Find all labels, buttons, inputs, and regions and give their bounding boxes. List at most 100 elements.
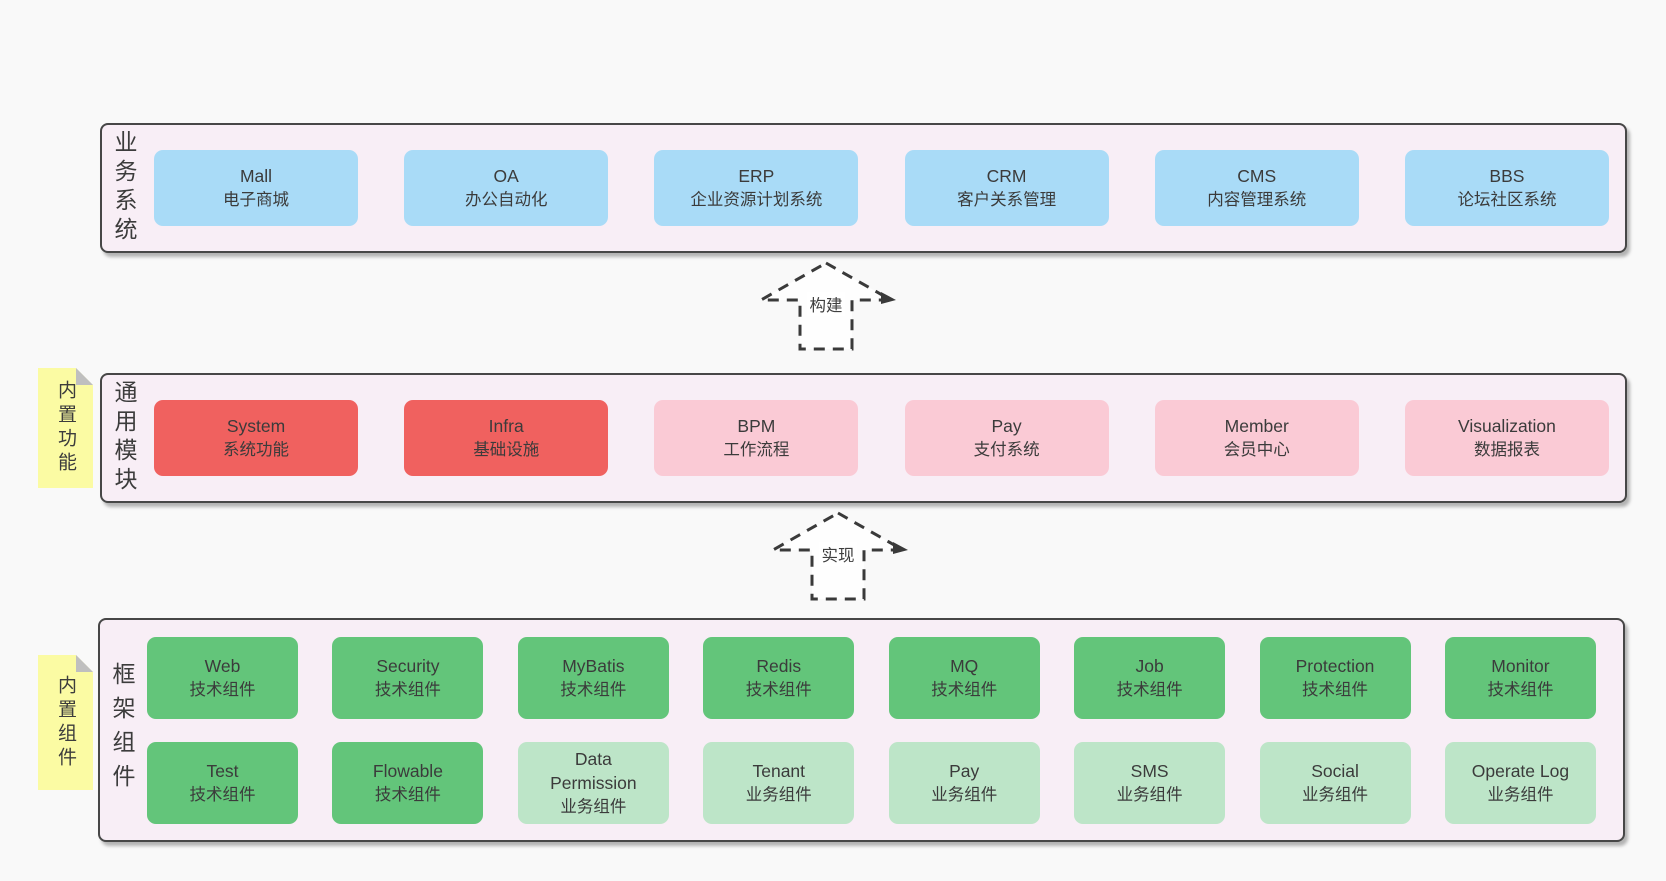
node-data-permission: Data Permission 业务组件 [517,741,669,824]
node-desc: 业务组件 [931,785,998,804]
node-name: Protection [1295,655,1375,676]
business-box-row: Mall 电子商城 OA 办公自动化 ERP 企业资源计划系统 CRM 客户关系… [154,125,1609,251]
node-system: System 系统功能 [154,400,358,476]
node-oa: OA 办公自动化 [404,150,609,226]
node-name: Flowable [372,760,443,781]
node-desc: 论坛社区系统 [1457,191,1557,209]
panel-common-modules: 通用模块 System 系统功能 Infra 基础设施 BPM 工作流程 Pay… [100,373,1627,503]
node-name: CMS [1237,166,1277,186]
node-name: System [226,416,286,436]
node-flowable: Flowable 技术组件 [332,741,484,824]
node-desc: 技术组件 [189,680,256,699]
arrow-build: 构建 [755,260,897,352]
node-desc: 办公自动化 [464,191,548,209]
node-mybatis: MyBatis 技术组件 [517,636,669,719]
node-tenant: Tenant 业务组件 [703,741,855,824]
node-social: Social 业务组件 [1259,741,1411,824]
node-name: BPM [737,416,776,436]
node-name: Redis [756,655,802,676]
node-desc: 业务组件 [1487,785,1554,804]
panel-framework-components: 框架组件 Web 技术组件 Security 技术组件 MyBatis 技术组件… [98,618,1625,842]
node-name: OA [493,166,519,186]
node-desc: 会员中心 [1223,441,1290,459]
node-operate-log: Operate Log 业务组件 [1444,741,1596,824]
node-desc: 技术组件 [1487,680,1554,699]
node-name: Job [1135,655,1164,676]
node-cms: CMS 内容管理系统 [1154,150,1359,226]
node-name: Visualization [1457,416,1556,436]
node-desc: 内容管理系统 [1207,191,1307,209]
sticky-note-built-in-features: 内置功能 [38,368,93,488]
node-desc: 基础设施 [473,441,540,459]
node-name: MyBatis [562,655,625,676]
node-name: Data Permission [550,748,637,793]
node-mq: MQ 技术组件 [888,636,1040,719]
node-job: Job 技术组件 [1074,636,1226,719]
node-erp: ERP 企业资源计划系统 [654,150,859,226]
node-desc: 客户关系管理 [957,191,1057,209]
node-bpm: BPM 工作流程 [654,400,859,476]
node-pay-component: Pay 业务组件 [888,741,1040,824]
node-monitor: Monitor 技术组件 [1444,636,1596,719]
node-name: Member [1224,416,1289,436]
node-name: Operate Log [1471,760,1570,781]
node-visualization: Visualization 数据报表 [1404,400,1609,476]
node-name: Tenant [752,760,806,781]
node-desc: 技术组件 [374,680,441,699]
node-desc: 业务组件 [560,797,627,816]
node-web: Web 技术组件 [147,636,298,719]
panel-modules-side-label: 通用模块 [111,380,137,496]
node-desc: 技术组件 [1302,680,1369,699]
node-name: Social [1311,760,1359,781]
node-desc: 支付系统 [973,441,1040,459]
node-desc: 技术组件 [1116,680,1183,699]
node-name: Pay [949,760,980,781]
node-desc: 技术组件 [374,785,441,804]
node-security: Security 技术组件 [332,636,484,719]
node-crm: CRM 客户关系管理 [904,150,1109,226]
node-desc: 数据报表 [1473,441,1540,459]
node-name: MQ [950,655,979,676]
node-name: BBS [1489,166,1525,186]
node-desc: 电子商城 [223,191,289,209]
panel-business-systems: 业务系统 Mall 电子商城 OA 办公自动化 ERP 企业资源计划系统 CRM… [100,123,1627,253]
node-name: Infra [488,416,524,436]
node-desc: 业务组件 [1302,785,1369,804]
node-name: Web [204,655,241,676]
node-mall: Mall 电子商城 [154,150,358,226]
node-protection: Protection 技术组件 [1259,636,1411,719]
node-desc: 技术组件 [560,680,627,699]
node-test: Test 技术组件 [147,741,298,824]
node-name: Monitor [1491,655,1550,676]
node-desc: 业务组件 [1116,785,1183,804]
modules-box-row: System 系统功能 Infra 基础设施 BPM 工作流程 Pay 支付系统… [154,375,1609,501]
node-desc: 系统功能 [223,441,289,459]
arrow-implement-label: 实现 [818,542,858,566]
node-redis: Redis 技术组件 [703,636,855,719]
arrow-implement: 实现 [767,510,909,602]
node-name: SMS [1130,760,1169,781]
node-desc: 技术组件 [745,680,812,699]
node-desc: 工作流程 [723,441,790,459]
node-name: Test [206,760,239,781]
node-name: ERP [738,166,775,186]
node-name: Pay [991,416,1022,436]
node-bbs: BBS 论坛社区系统 [1404,150,1609,226]
panel-business-side-label: 业务系统 [111,130,137,246]
sticky-note-built-in-components: 内置组件 [38,655,93,790]
node-desc: 企业资源计划系统 [690,191,823,209]
arrow-build-label: 构建 [806,292,846,316]
node-desc: 业务组件 [745,785,812,804]
components-row-2: Test 技术组件 Flowable 技术组件 Data Permission … [147,741,1596,824]
components-row-1: Web 技术组件 Security 技术组件 MyBatis 技术组件 Redi… [147,636,1596,719]
node-name: CRM [986,166,1027,186]
node-member: Member 会员中心 [1154,400,1359,476]
node-desc: 技术组件 [931,680,998,699]
node-desc: 技术组件 [189,785,256,804]
panel-components-side-label: 框架组件 [109,662,135,798]
node-name: Security [376,655,440,676]
node-infra: Infra 基础设施 [404,400,609,476]
node-pay-system: Pay 支付系统 [904,400,1109,476]
components-grid: Web 技术组件 Security 技术组件 MyBatis 技术组件 Redi… [147,620,1596,840]
